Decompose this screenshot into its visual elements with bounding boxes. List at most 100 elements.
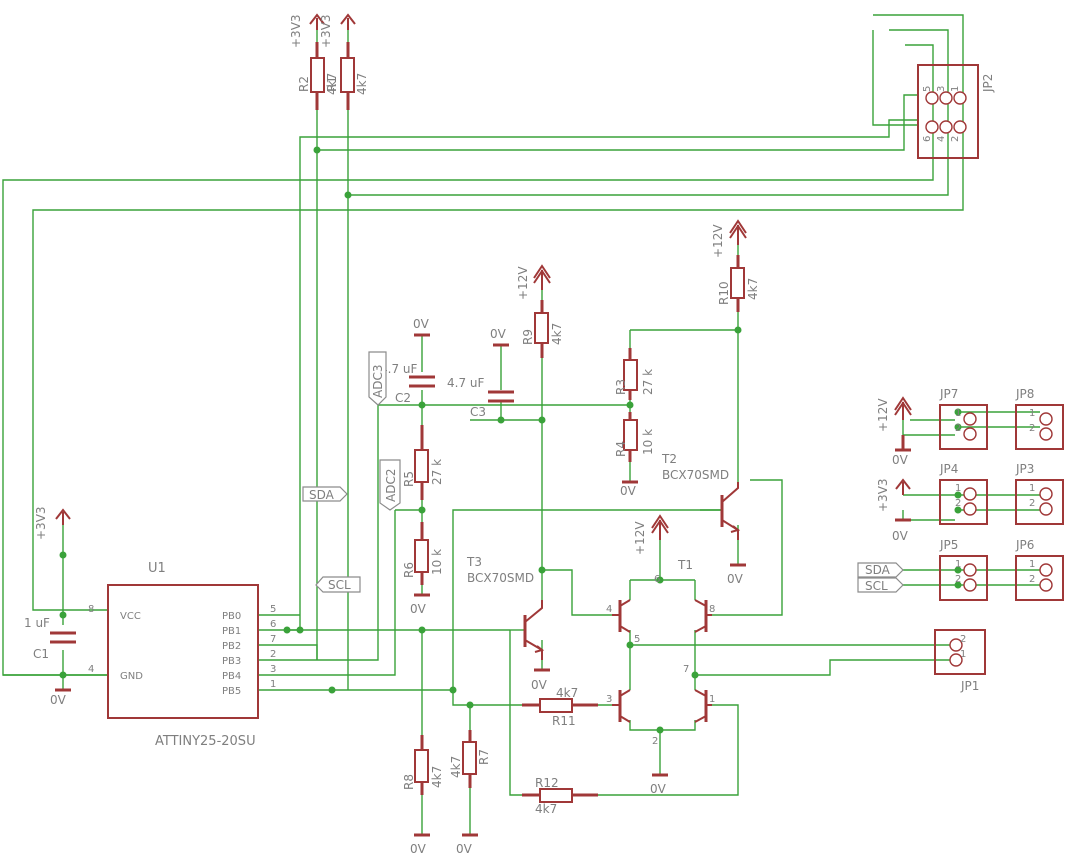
r4-name: R4 bbox=[614, 441, 628, 457]
scl-text-right: SCL bbox=[865, 579, 888, 593]
scl-text-left: SCL bbox=[328, 578, 351, 592]
svg-text:2: 2 bbox=[1029, 423, 1035, 434]
r11-value: 4k7 bbox=[556, 686, 578, 700]
r8-body bbox=[414, 749, 429, 783]
r6-value: 10 k bbox=[430, 549, 444, 575]
gnd-label-t3: 0V bbox=[531, 678, 548, 692]
svg-text:2: 2 bbox=[955, 423, 961, 434]
gnd-label-r8: 0V bbox=[410, 842, 427, 856]
r4-value: 10 k bbox=[641, 429, 655, 455]
gnd-label-c2: 0V bbox=[413, 317, 430, 331]
c1-name: C1 bbox=[33, 647, 49, 661]
supply-symbols: +3V3 +3V3 +3V3 0V 0V 0V +12V +12V +12V 0… bbox=[34, 13, 912, 856]
scl-label-left bbox=[315, 576, 361, 593]
gnd-label-t1: 0V bbox=[650, 782, 667, 796]
r12-body bbox=[539, 788, 573, 803]
r12-name: R12 bbox=[535, 776, 559, 790]
c2-value: 4.7 uF bbox=[380, 362, 418, 376]
u1-value: ATTINY25-20SU bbox=[155, 734, 256, 749]
t3-name: T3 bbox=[466, 555, 482, 569]
u1-pinnum-4: 4 bbox=[88, 664, 94, 675]
r5-name: R5 bbox=[402, 471, 416, 487]
jp5-name: JP5 bbox=[939, 538, 958, 552]
gnd-label-jp7: 0V bbox=[892, 453, 909, 467]
supply-label-r2: +3V3 bbox=[289, 14, 303, 48]
headers: 5 3 1 6 4 2 JP2 1 2 JP7 1 2 JP8 1 2 JP4 … bbox=[917, 64, 1064, 693]
sda-label-right bbox=[857, 562, 904, 578]
supply-arrow-vcc bbox=[55, 508, 71, 525]
u1-pinnum-8: 8 bbox=[88, 604, 94, 615]
r9-name: R9 bbox=[521, 329, 535, 345]
supply-label-r9: +12V bbox=[516, 266, 530, 300]
svg-text:2: 2 bbox=[960, 634, 966, 645]
r10-name: R10 bbox=[717, 281, 731, 305]
adc2-text: ADC2 bbox=[384, 469, 398, 502]
c1-symbol bbox=[50, 631, 76, 644]
supply-label-vcc: +3V3 bbox=[34, 506, 48, 540]
r1-name: R1 bbox=[325, 76, 339, 92]
supply-arrow-t1 bbox=[651, 514, 669, 540]
jp7-name: JP7 bbox=[939, 387, 958, 401]
gnd-label-r4: 0V bbox=[620, 484, 637, 498]
gnd-label-c3: 0V bbox=[490, 327, 507, 341]
jp2-name: JP2 bbox=[981, 74, 995, 93]
c3-symbol bbox=[488, 390, 514, 403]
r1-body bbox=[340, 57, 355, 93]
svg-text:1: 1 bbox=[960, 649, 966, 660]
net-labels: SDA SCL ADC3 ADC2 SDA SCL bbox=[302, 351, 904, 593]
jp2-pin-2: 2 bbox=[950, 136, 961, 142]
svg-text:1: 1 bbox=[955, 483, 961, 494]
r7-body bbox=[462, 741, 477, 775]
svg-text:2: 2 bbox=[955, 498, 961, 509]
jp2-pin-1: 1 bbox=[950, 86, 961, 92]
u1-pinnum-6: 6 bbox=[270, 619, 276, 630]
u1-pinnum-5: 5 bbox=[270, 604, 276, 615]
gnd-label-r7: 0V bbox=[456, 842, 473, 856]
r3-name: R3 bbox=[614, 379, 628, 395]
r12-value: 4k7 bbox=[535, 802, 557, 816]
supply-arrow-r1 bbox=[340, 13, 356, 30]
jp2-pin-3: 3 bbox=[936, 86, 947, 92]
u1-pin-pb3: PB3 bbox=[222, 656, 241, 667]
svg-text:2: 2 bbox=[955, 574, 961, 585]
t2-value: BCX70SMD bbox=[662, 468, 729, 482]
r11-name: R11 bbox=[552, 714, 576, 728]
junctions bbox=[59, 146, 962, 734]
supply-label-t1: +12V bbox=[633, 521, 647, 555]
sda-text-left: SDA bbox=[309, 488, 335, 502]
u1-pin-pb2: PB2 bbox=[222, 641, 241, 652]
r2-name: R2 bbox=[297, 76, 311, 92]
svg-text:2: 2 bbox=[1029, 498, 1035, 509]
t1-pin-5: 5 bbox=[634, 634, 640, 645]
r2-value: 4k7 bbox=[325, 73, 339, 95]
jp8-name: JP8 bbox=[1015, 387, 1034, 401]
r3-value: 27 k bbox=[641, 369, 655, 395]
transistors: T2 BCX70SMD T3 BCX70SMD T1 6 4 8 5 7 3 1… bbox=[466, 452, 741, 747]
supply-label-jp4: +3V3 bbox=[876, 478, 890, 512]
t1-pin-6: 6 bbox=[654, 574, 660, 585]
jp6-name: JP6 bbox=[1015, 538, 1034, 552]
u1-pinnum-3: 3 bbox=[270, 664, 276, 675]
jp4-name: JP4 bbox=[939, 462, 958, 476]
r7-name: R7 bbox=[477, 749, 491, 765]
supply-label-jp7: +12V bbox=[876, 398, 890, 432]
t3-value: BCX70SMD bbox=[467, 571, 534, 585]
capacitors: 1 uF C1 4.7 uF C2 4.7 uF C3 bbox=[24, 362, 514, 661]
r9-body bbox=[534, 312, 549, 344]
t1-pin-4: 4 bbox=[606, 604, 612, 615]
c1-value: 1 uF bbox=[24, 616, 50, 630]
resistors: R2 4k7 R1 4k7 R9 4k7 R10 4k7 R3 27 k R4 … bbox=[297, 42, 760, 816]
gnd-label-u1: 0V bbox=[50, 693, 67, 707]
u1-pin-vcc: VCC bbox=[120, 611, 141, 622]
t1-pin-3: 3 bbox=[606, 694, 612, 705]
r5-value: 27 k bbox=[430, 459, 444, 485]
u1-pin-pb4: PB4 bbox=[222, 671, 241, 682]
jp2-pin-5: 5 bbox=[922, 86, 933, 92]
r8-name: R8 bbox=[402, 774, 416, 790]
u1-pin-gnd: GND bbox=[120, 671, 143, 682]
supply-arrow-r10 bbox=[729, 219, 747, 245]
jp3-name: JP3 bbox=[1015, 462, 1034, 476]
t1-name: T1 bbox=[677, 558, 693, 572]
adc2-label bbox=[379, 459, 401, 511]
